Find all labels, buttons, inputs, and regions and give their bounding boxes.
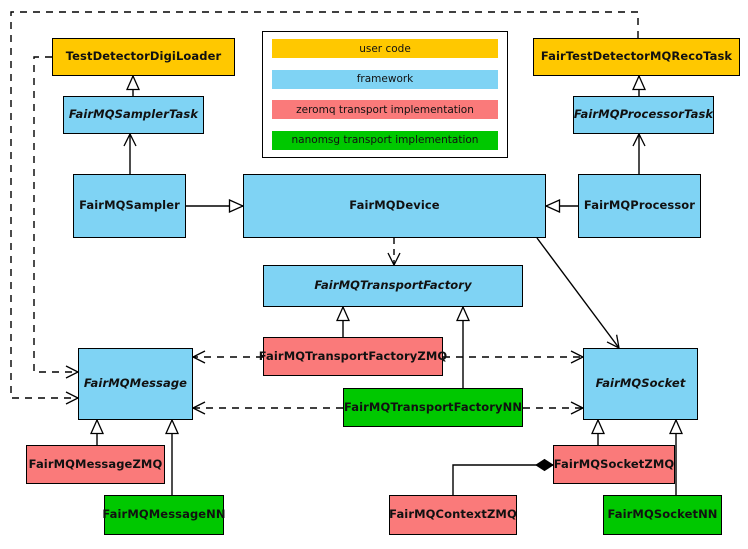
class-node-fairmqtransportfactory[interactable]: FairMQTransportFactory — [263, 265, 523, 307]
edge-recotask-to-message — [10, 11, 639, 405]
legend-item-user-code: user code — [272, 39, 498, 58]
class-label: FairMQMessageNN — [102, 507, 226, 522]
class-label: FairMQTransportFactory — [314, 278, 472, 293]
legend-label-zeromq: zeromq transport implementation — [296, 103, 474, 116]
legend-item-zeromq: zeromq transport implementation — [272, 100, 498, 120]
class-label: TestDetectorDigiLoader — [65, 49, 222, 64]
class-label: FairMQMessage — [83, 376, 188, 391]
class-node-fairtestdetectormqrecotask[interactable]: FairTestDetectorMQRecoTask — [533, 38, 740, 76]
class-label: FairMQSocket — [595, 376, 686, 391]
class-label: FairMQSocketZMQ — [553, 456, 675, 471]
class-label: FairMQDevice — [349, 198, 440, 213]
class-node-fairmqprocessor[interactable]: FairMQProcessor — [578, 174, 701, 238]
class-label: FairMQSamplerTask — [68, 107, 199, 122]
legend-item-framework: framework — [272, 69, 498, 89]
class-node-fairmqdevice[interactable]: FairMQDevice — [243, 174, 546, 238]
class-label: FairMQMessageZMQ — [28, 456, 163, 471]
class-node-fairmqprocessortask[interactable]: FairMQProcessorTask — [573, 96, 714, 134]
class-label: FairMQProcessorTask — [573, 107, 714, 122]
legend-label-nanomsg: nanomsg transport implementation — [291, 134, 479, 147]
class-label: FairTestDetectorMQRecoTask — [540, 49, 733, 64]
edge-digiloader-to-message — [33, 56, 80, 379]
class-label: FairMQTransportFactoryNN — [343, 399, 523, 414]
class-node-fairmqmessagezmq[interactable]: FairMQMessageZMQ — [26, 445, 165, 484]
edge-device-to-socket — [536, 237, 620, 350]
class-node-fairmqtransportfactoryzmq[interactable]: FairMQTransportFactoryZMQ — [259, 337, 447, 376]
legend-label-framework: framework — [356, 73, 414, 86]
class-node-fairmqsocketzmq[interactable]: FairMQSocketZMQ — [553, 445, 675, 484]
class-node-fairmqsampler[interactable]: FairMQSampler — [73, 174, 186, 238]
legend: user code framework zeromq transport imp… — [262, 31, 508, 158]
class-label: FairMQSampler — [79, 198, 180, 213]
edge-contextzmq-to-socketzmq — [452, 458, 554, 495]
class-node-fairmqsamplertask[interactable]: FairMQSamplerTask — [63, 96, 204, 134]
class-label: FairMQTransportFactoryZMQ — [258, 348, 448, 363]
class-node-fairmqcontextzmq[interactable]: FairMQContextZMQ — [389, 495, 517, 535]
class-node-fairmqmessagenn[interactable]: FairMQMessageNN — [102, 495, 226, 535]
class-label: FairMQSocketNN — [607, 507, 718, 522]
class-label: FairMQContextZMQ — [389, 507, 517, 522]
class-node-fairmqmessage[interactable]: FairMQMessage — [78, 348, 193, 420]
legend-label-user-code: user code — [359, 42, 411, 55]
class-node-fairmqtransportfactorynn[interactable]: FairMQTransportFactoryNN — [343, 388, 523, 427]
class-node-fairmqsocketnn[interactable]: FairMQSocketNN — [603, 495, 722, 535]
class-node-fairmqsocket[interactable]: FairMQSocket — [583, 348, 698, 420]
class-node-testdetectordigiloader[interactable]: TestDetectorDigiLoader — [52, 38, 235, 76]
legend-item-nanomsg: nanomsg transport implementation — [272, 130, 498, 150]
class-label: FairMQProcessor — [583, 198, 696, 213]
